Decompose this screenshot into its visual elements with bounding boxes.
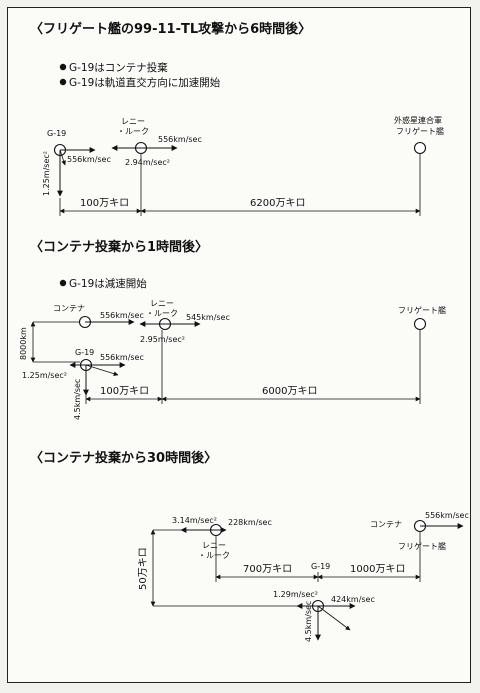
s3-dist-1: 700万キロ xyxy=(243,564,292,575)
s1-lenny-accel: 2.94m/sec² xyxy=(125,158,170,167)
s2-offset: 8000km xyxy=(19,327,28,360)
s2-container-label: コンテナ xyxy=(53,304,85,313)
section3-heading: 〈コンテナ投棄から30時間後〉 xyxy=(30,450,217,466)
s3-g19-label: G-19 xyxy=(311,562,330,571)
s1-lenny-label-1: レニー xyxy=(121,117,145,126)
section1-bullet-2: G-19は軌道直交方向に加速開始 xyxy=(69,76,221,89)
section1-bullet-1: G-19はコンテナ投棄 xyxy=(69,61,168,74)
s3-g19-velocity: 424km/sec xyxy=(331,595,375,604)
s3-g19-vertical-speed: 4.5km/sec xyxy=(304,601,313,642)
s3-lenny-label-1: レニー xyxy=(202,541,226,550)
s3-lenny-velocity: 228km/sec xyxy=(228,518,272,527)
s3-container-velocity: 556km/sec xyxy=(425,511,469,520)
s3-lenny-accel: 3.14m/sec² xyxy=(172,516,217,525)
s1-lenny-label-2: ・ルーク xyxy=(117,127,149,136)
diagram-frame xyxy=(7,7,471,683)
s1-g19-accel: 1.25m/sec² xyxy=(42,151,51,196)
s3-frigate-label: フリゲート艦 xyxy=(398,541,446,551)
s3-g19-resultant-arrow xyxy=(317,605,351,631)
s3-g19-accel: 1.29m/sec² xyxy=(273,590,318,599)
s1-g19-label: G-19 xyxy=(47,129,66,138)
s2-lenny-label-2: ・ルーク xyxy=(146,309,178,318)
s1-lenny-velocity: 556km/sec xyxy=(158,135,202,144)
s2-g19-resultant-arrow xyxy=(85,364,119,377)
s3-container-label: コンテナ xyxy=(370,520,402,529)
s1-frigate-label-1: 外惑星連合軍 xyxy=(394,115,442,125)
s1-dist-2: 6200万キロ xyxy=(250,198,305,209)
s2-g19-velocity: 556km/sec xyxy=(100,353,144,362)
s2-g19-vertical-speed: 4.5km/sec xyxy=(73,379,82,420)
s2-dist-1: 100万キロ xyxy=(100,386,149,397)
s1-frigate-label-2: フリゲート艦 xyxy=(396,126,444,136)
section2-bullet-1: G-19は減速開始 xyxy=(69,277,147,290)
bullet-dot xyxy=(59,279,67,287)
s3-lenny-label-2: ・ルーク xyxy=(198,551,230,560)
s3-dist-2: 1000万キロ xyxy=(350,564,405,575)
s2-lenny-accel: 2.95m/sec² xyxy=(140,335,185,344)
s2-g19-label: G-19 xyxy=(75,348,94,357)
s2-dist-2: 6000万キロ xyxy=(262,386,317,397)
s2-g19-accel: 1.25m/sec² xyxy=(22,371,67,380)
s2-lenny-label-1: レニー xyxy=(150,299,174,308)
bullet-dot xyxy=(59,78,67,86)
s2-frigate-label: フリゲート艦 xyxy=(398,305,446,315)
s1-dist-1: 100万キロ xyxy=(80,198,129,209)
s1-g19-velocity: 556km/sec xyxy=(67,155,111,164)
s2-frigate-ship xyxy=(413,317,427,331)
s1-g19-small-arrow xyxy=(59,149,66,166)
s1-frigate-ship xyxy=(413,141,427,155)
bullet-dot xyxy=(59,63,67,71)
section2-heading: 〈コンテナ投棄から1時間後〉 xyxy=(30,239,208,255)
s3-offset: 50万キロ xyxy=(138,547,149,590)
s2-lenny-velocity: 545km/sec xyxy=(186,313,230,322)
s2-container-velocity: 556km/sec xyxy=(100,311,144,320)
section1-heading: 〈フリゲート艦の99-11-TL攻撃から6時間後〉 xyxy=(30,21,311,37)
